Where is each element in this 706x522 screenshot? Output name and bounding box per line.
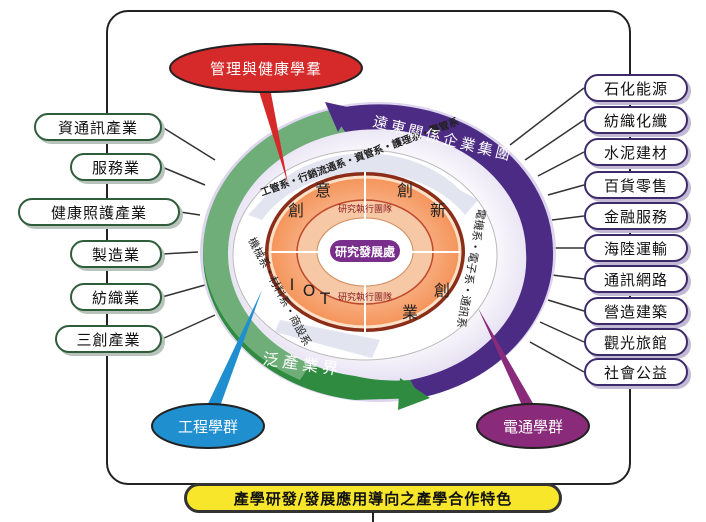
core-badge — [330, 240, 400, 262]
industry-ring — [202, 110, 420, 400]
word-i: I — [290, 275, 295, 294]
management-pointer — [258, 88, 288, 184]
left-item-manufacturing: 製造業 — [70, 240, 162, 268]
left-connectors — [161, 126, 216, 340]
word-o: O — [303, 281, 316, 300]
right-connectors — [509, 87, 585, 373]
word-chuang-3: 創 — [288, 201, 304, 220]
word-t: T — [319, 289, 330, 308]
purple-arrow-tip — [325, 102, 352, 132]
right-item-transport: 海陸運輸 — [584, 234, 688, 262]
word-ye: 業 — [402, 303, 418, 322]
word-yi: 意 — [315, 181, 331, 200]
left-department-band — [275, 320, 380, 358]
left-item-healthcare: 健康照護產業 — [18, 198, 180, 226]
inner-ring-text-bottom: 研究執行團隊 — [338, 291, 392, 303]
left-item-service: 服務業 — [70, 153, 162, 181]
right-item-hotel: 觀光旅館 — [584, 328, 688, 356]
telecom-bubble — [476, 403, 590, 449]
industry-ring-highlight — [203, 110, 345, 380]
right-item-construction: 營造建築 — [584, 297, 688, 325]
word-xin: 新 — [430, 201, 446, 220]
word-chuang-1: 創 — [397, 181, 413, 200]
right-item-public-welfare: 社會公益 — [584, 358, 688, 386]
left-item-textile: 紡織業 — [70, 283, 162, 311]
telecom-label: 電通學群 — [503, 418, 563, 436]
engineering-pointer — [205, 290, 262, 412]
inner-ring-text-top: 研究執行團隊 — [338, 203, 392, 215]
right-item-petrochemical: 石化能源 — [584, 74, 688, 102]
right-item-cement: 水泥建材 — [584, 138, 688, 166]
right-item-fiber: 紡織化纖 — [584, 106, 688, 134]
management-label: 管理與健康學羣 — [210, 60, 322, 78]
right-item-retail: 百貨零售 — [584, 171, 688, 199]
telecom-pointer — [478, 308, 538, 412]
right-item-telecom-network: 通訊網路 — [584, 265, 688, 293]
top-department-band — [248, 153, 478, 220]
far-eastern-ring — [330, 104, 554, 398]
management-bubble — [169, 43, 363, 93]
word-chuang-2: 創 — [434, 281, 450, 300]
bottom-connector — [372, 512, 374, 522]
green-arrow-tip — [398, 378, 430, 410]
engineering-label: 工程學群 — [178, 418, 238, 436]
core-words: 意 創 新 創 業 I O T 創 — [288, 181, 450, 322]
left-item-three-innovation: 三創產業 — [55, 325, 162, 353]
right-item-finance: 金融服務 — [584, 202, 688, 230]
bottom-title-banner: 產學研發/發展應用導向之產學合作特色 — [184, 483, 562, 513]
engineering-bubble — [151, 403, 265, 449]
left-item-ict: 資通訊產業 — [34, 113, 162, 141]
core-label: 研究發展處 — [335, 244, 395, 259]
